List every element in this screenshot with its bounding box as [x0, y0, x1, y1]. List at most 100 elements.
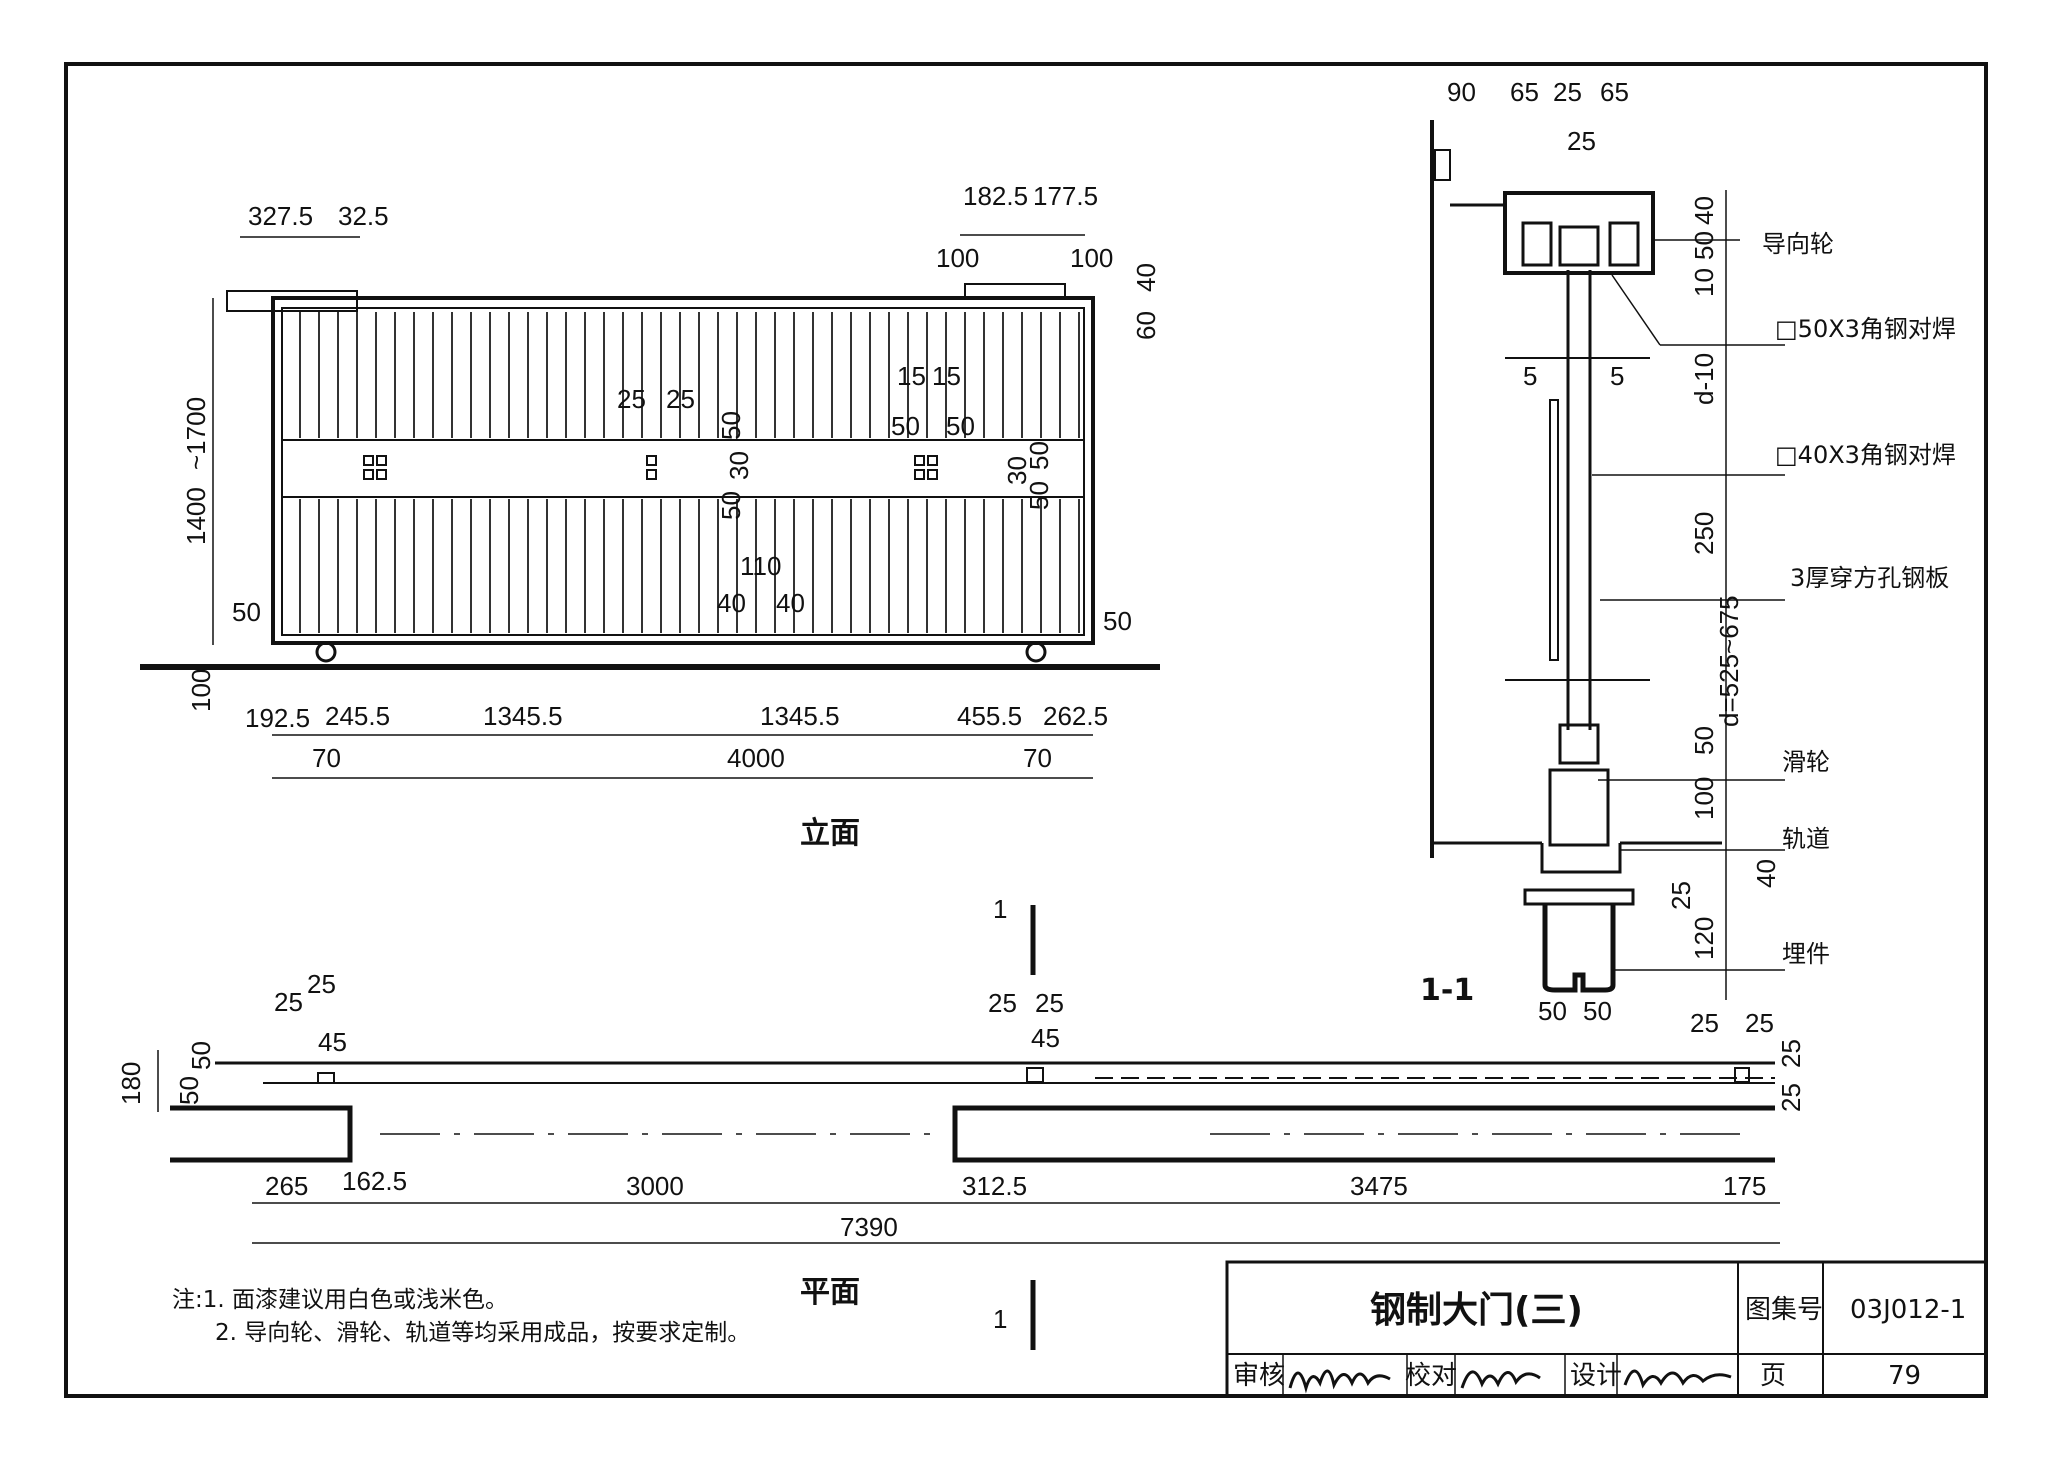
dim-65-a: 65	[1510, 77, 1539, 107]
signature-check	[1460, 1370, 1541, 1389]
title-block: 钢制大门(三) 图集号 03J012-1 审核 校对 设计 页 79	[1225, 1260, 1988, 1398]
dim-32-5: 32.5	[338, 201, 389, 231]
dim-3475: 3475	[1350, 1171, 1408, 1201]
section-cut-marks: 1 1	[993, 894, 1036, 1350]
dim-30-b: 30	[1002, 456, 1032, 485]
dim-327-5: 327.5	[248, 201, 313, 231]
dim-40-s: 40	[1689, 196, 1719, 225]
dim-50-e: 50	[716, 411, 746, 440]
dim-25-b: 25	[666, 384, 695, 414]
check-label: 校对	[1405, 1361, 1457, 1391]
dim-40-s2: 40	[1751, 859, 1781, 888]
dim-100-b: 100	[1070, 243, 1113, 273]
perforation-marks	[363, 455, 938, 480]
dim-7390: 7390	[840, 1212, 898, 1242]
dim-25-p8: 25	[1776, 1083, 1806, 1112]
dim-70-a: 70	[312, 743, 341, 773]
dim-65-b: 65	[1600, 77, 1629, 107]
dim-110: 110	[740, 551, 781, 581]
elevation-view: 327.5 32.5 182.5 177.5 100 100 40 60 140…	[140, 181, 1161, 851]
dim-50-f: 50	[716, 491, 746, 520]
dim-50-right: 50	[1103, 606, 1132, 636]
dim-30-a: 30	[724, 451, 754, 480]
dim-d-range: d=525~675	[1714, 595, 1744, 727]
dim-25-p7: 25	[1776, 1039, 1806, 1068]
embedded-channel	[1542, 904, 1616, 993]
dim-70-b: 70	[1023, 743, 1052, 773]
dim-50-pl2: 50	[174, 1076, 204, 1105]
atlas-label: 图集号	[1745, 1295, 1823, 1325]
page-number: 79	[1888, 1361, 1921, 1391]
dim-50-br: 50	[1583, 996, 1612, 1026]
dim-4000: 4000	[727, 743, 785, 773]
dim-50-g: 50	[1024, 441, 1054, 470]
section-title: 1-1	[1420, 973, 1474, 1008]
note-2: 2. 导向轮、滑轮、轨道等均采用成品，按要求定制。	[215, 1320, 750, 1346]
dim-25-mid: 25	[1567, 126, 1596, 156]
label-guide-wheel: 导向轮	[1762, 230, 1834, 258]
label-embedment: 埋件	[1782, 940, 1830, 968]
dim-25-a: 25	[617, 384, 646, 414]
dim-192-5: 192.5	[245, 703, 310, 733]
dim-265: 265	[265, 1171, 308, 1201]
note-1: 注:1. 面漆建议用白色或浅米色。	[172, 1287, 508, 1313]
dim-120: 120	[1689, 917, 1719, 960]
dim-1345-5-a: 1345.5	[483, 701, 563, 731]
plan-title: 平面	[800, 1275, 860, 1310]
label-pulley: 滑轮	[1782, 748, 1830, 776]
dim-180: 180	[116, 1062, 146, 1105]
sheet-border	[64, 62, 1988, 1398]
dim-250: 250	[1689, 512, 1719, 555]
label-angle-50: □50X3角钢对焊	[1775, 315, 1956, 343]
dim-25-s: 25	[1666, 881, 1696, 910]
dim-245-5: 245.5	[325, 701, 390, 731]
dim-100-a: 100	[936, 243, 979, 273]
dim-50-d: 50	[946, 411, 975, 441]
dim-3000: 3000	[626, 1171, 684, 1201]
elevation-title: 立面	[800, 816, 860, 851]
dim-1345-5-b: 1345.5	[760, 701, 840, 731]
dim-50-h: 50	[1024, 481, 1054, 510]
label-perforated-plate: 3厚穿方孔钢板	[1790, 564, 1949, 592]
dim-175: 175	[1723, 1171, 1766, 1201]
dim-25-p3: 25	[988, 988, 1017, 1018]
dim-5-a: 5	[1523, 361, 1537, 391]
dim-25-p2: 25	[307, 969, 336, 999]
dim-25-p5: 25	[1690, 1008, 1719, 1038]
label-angle-40: □40X3角钢对焊	[1775, 441, 1956, 469]
cut-mark-bottom: 1	[993, 1304, 1007, 1334]
signature-design	[1623, 1369, 1732, 1389]
dim-60: 60	[1131, 311, 1161, 340]
wheel-right	[1025, 641, 1047, 663]
dim-25-p6: 25	[1745, 1008, 1774, 1038]
dim-262-5: 262.5	[1043, 701, 1108, 731]
dim-1400: 1400	[181, 487, 211, 545]
atlas-number: 03J012-1	[1850, 1295, 1966, 1325]
dim-50-s2: 50	[1689, 726, 1719, 755]
dim-100-ground: 100	[186, 669, 216, 712]
cut-mark-top: 1	[993, 894, 1007, 924]
dim-40-a: 40	[717, 588, 746, 618]
dim-50-bl: 50	[1538, 996, 1567, 1026]
label-track: 轨道	[1782, 825, 1830, 853]
drawing-title: 钢制大门(三)	[1370, 1290, 1583, 1331]
wheel-left	[315, 641, 337, 663]
dim-25-top: 25	[1553, 77, 1582, 107]
design-label: 设计	[1570, 1361, 1622, 1391]
dim-15-a: 15	[897, 361, 926, 391]
dim-90: 90	[1447, 77, 1476, 107]
dim-15-b: 15	[932, 361, 961, 391]
dim-d-10: d-10	[1689, 353, 1719, 405]
dim-10-s: 10	[1689, 268, 1719, 297]
dim-182-5: 182.5	[963, 181, 1028, 211]
dim-177-5: 177.5	[1033, 181, 1098, 211]
dim-162-5: 162.5	[342, 1166, 407, 1196]
dim-45-p1: 45	[318, 1027, 347, 1057]
guide-wheel-housing	[1503, 191, 1655, 275]
plan-view: 25 25 45 25 25 45 25 25 25 25 50 50 180 …	[116, 969, 1806, 1310]
dim-45-p2: 45	[1031, 1023, 1060, 1053]
dim-50-c: 50	[891, 411, 920, 441]
dim-1700: ~1700	[181, 397, 211, 470]
dim-40-b: 40	[776, 588, 805, 618]
